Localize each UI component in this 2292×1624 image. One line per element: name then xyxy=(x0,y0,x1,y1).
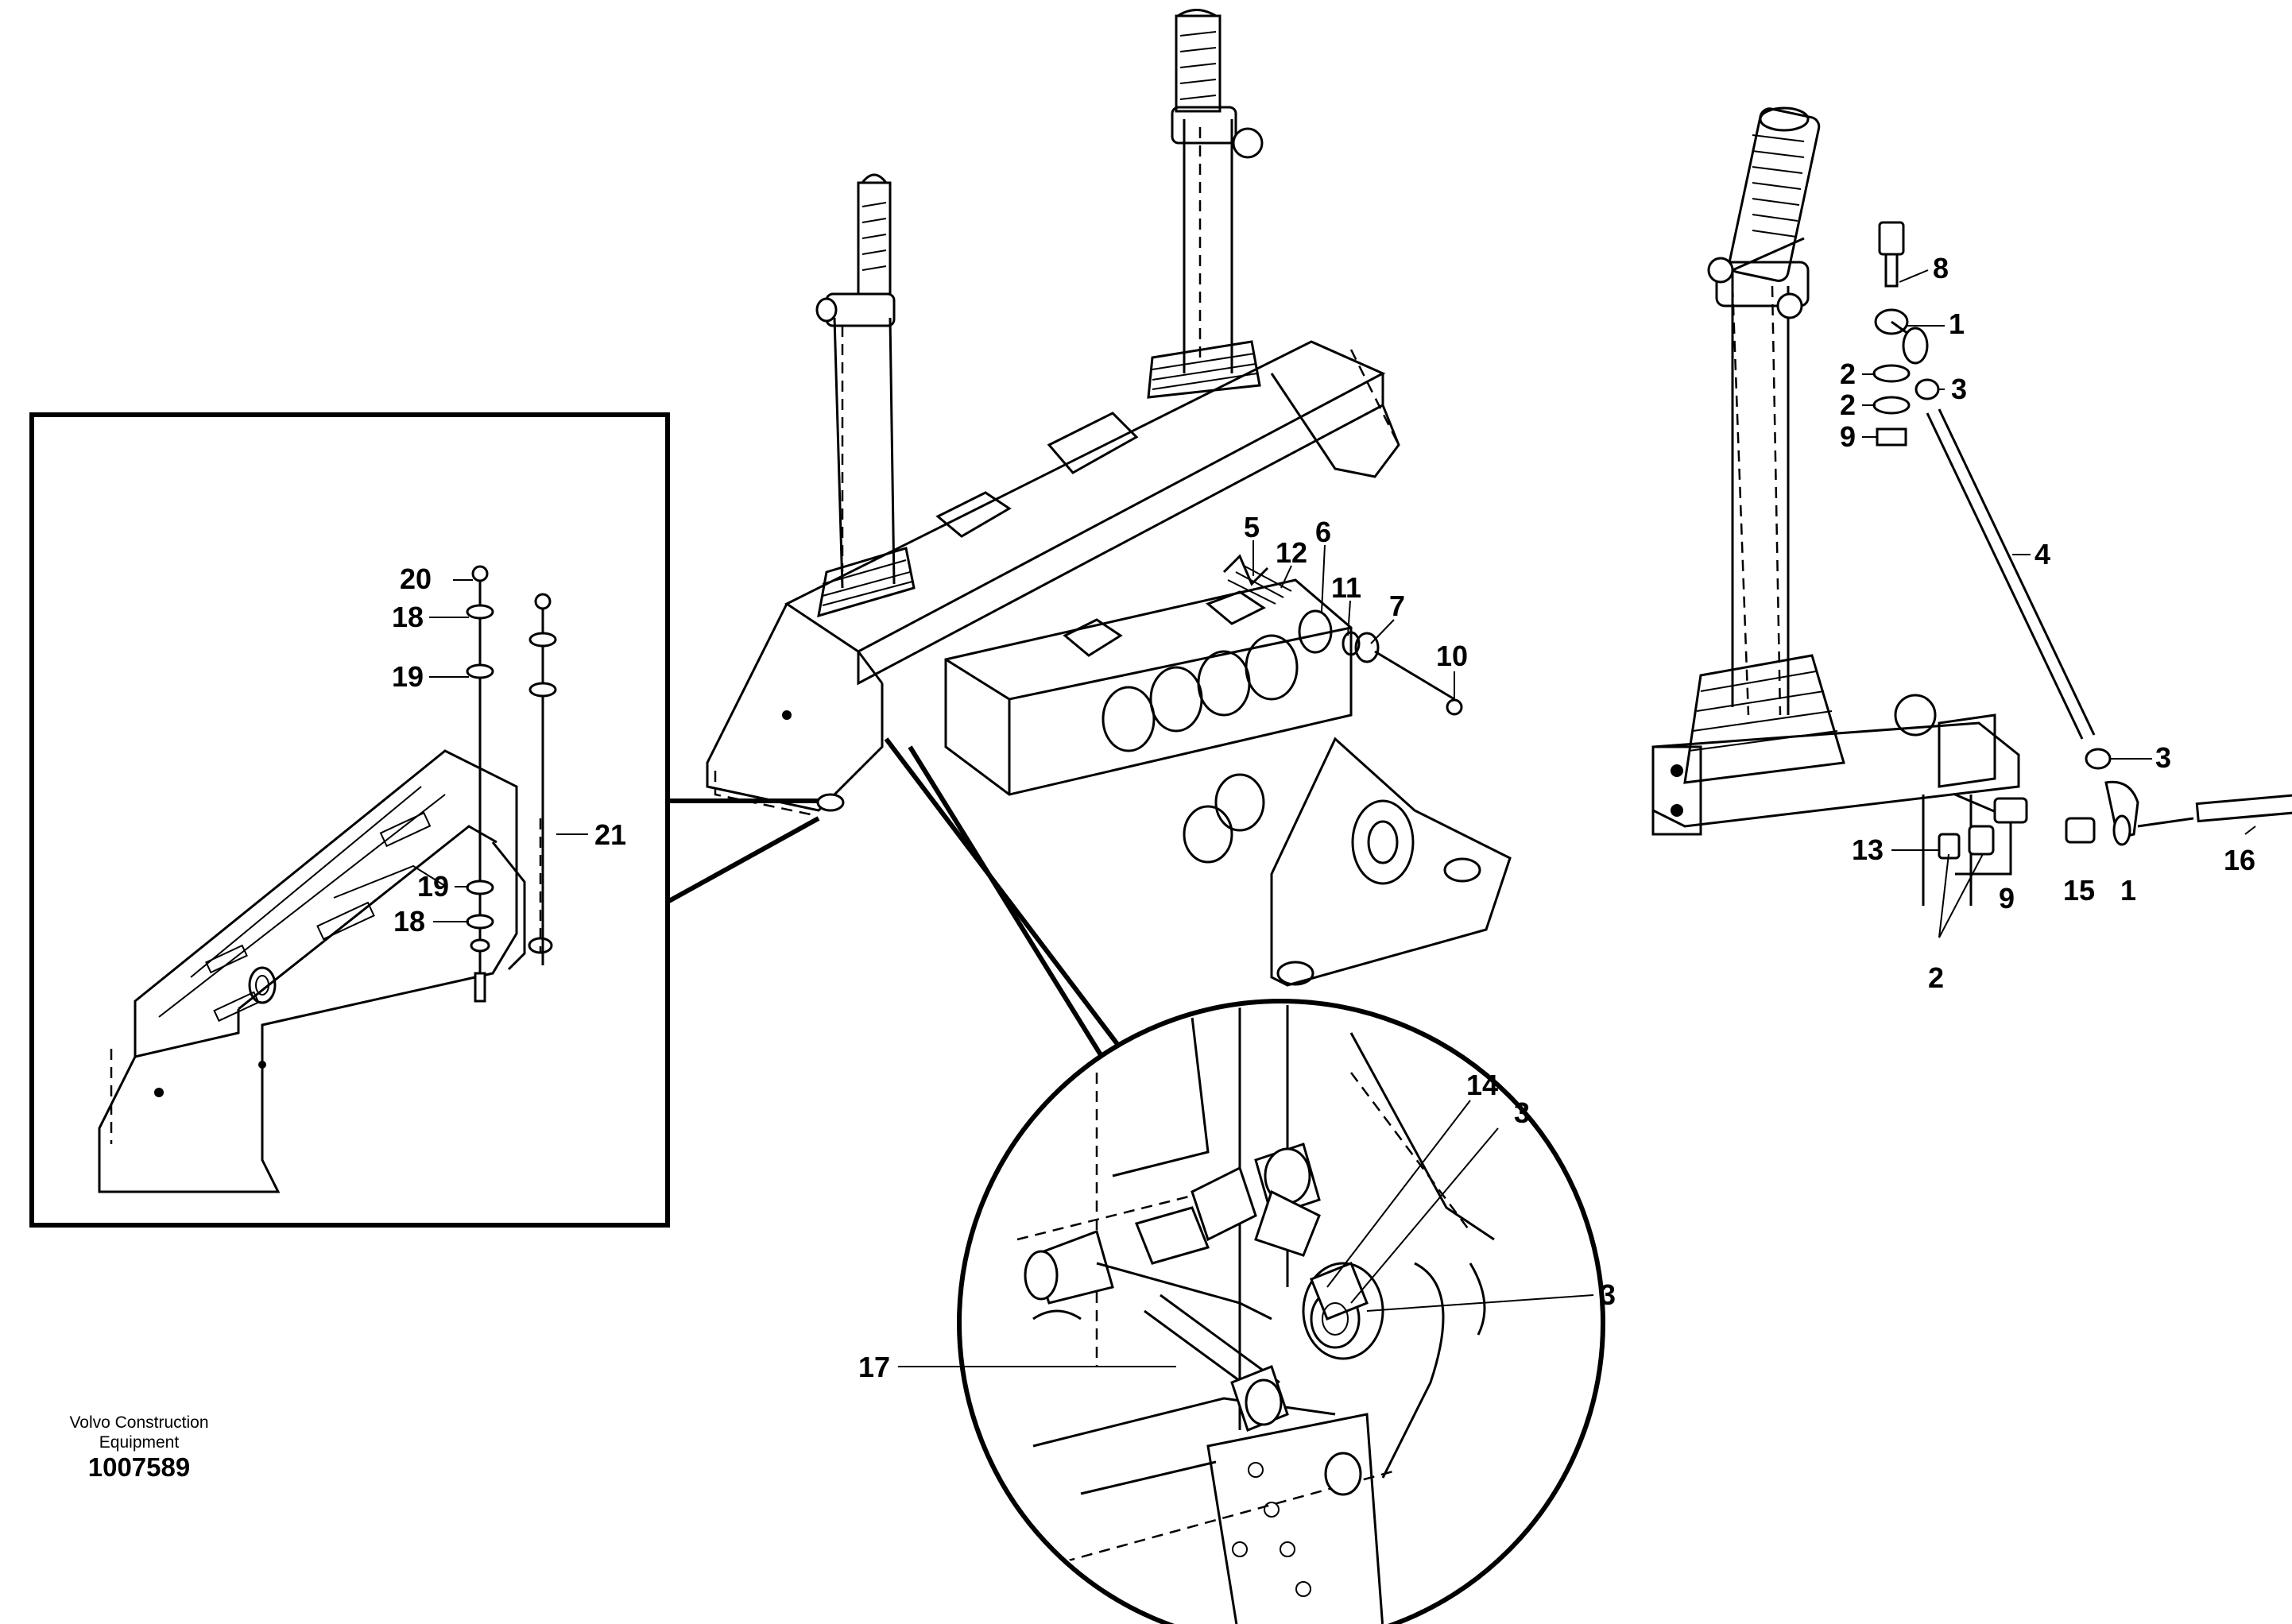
callout-labels: 20 18 19 21 19 18 5 12 6 11 7 10 8 1 2 3… xyxy=(392,252,2255,1383)
callout-10: 10 xyxy=(1436,640,1468,672)
callout-6: 6 xyxy=(1315,516,1331,548)
callout-3-circle-top: 3 xyxy=(1514,1096,1530,1129)
callout-8: 8 xyxy=(1933,252,1949,284)
callout-20: 20 xyxy=(400,563,432,595)
callout-21: 21 xyxy=(594,818,626,851)
main-control-assembly xyxy=(706,9,1512,987)
callout-3-upper: 3 xyxy=(1951,373,1967,405)
callout-16: 16 xyxy=(2224,844,2255,876)
zoom-detail-circle xyxy=(884,737,1605,1624)
callout-3-circle-right: 3 xyxy=(1600,1278,1616,1311)
callout-2-bottom: 2 xyxy=(1928,961,1944,994)
callout-19-bottom: 19 xyxy=(417,870,449,903)
right-lever-linkage xyxy=(1651,106,2292,906)
callout-13: 13 xyxy=(1852,833,1884,866)
callout-4: 4 xyxy=(2035,538,2050,570)
inset-detail-box xyxy=(29,412,820,1228)
callout-9-lower: 9 xyxy=(1999,882,2015,914)
document-number: 1007589 xyxy=(87,1452,191,1482)
callout-15: 15 xyxy=(2063,874,2095,907)
callout-14: 14 xyxy=(1466,1069,1498,1101)
callout-9-upper: 9 xyxy=(1840,420,1856,453)
callout-5: 5 xyxy=(1244,511,1260,543)
callout-7: 7 xyxy=(1389,590,1405,622)
inset-bracket-drawing xyxy=(98,565,557,1193)
callout-2-upper: 2 xyxy=(1840,358,1856,390)
company-name: Volvo Construction Equipment xyxy=(69,1413,209,1452)
callout-18-bottom: 18 xyxy=(393,905,425,938)
callout-2-middle: 2 xyxy=(1840,389,1856,421)
callout-18-top: 18 xyxy=(392,601,424,633)
leader-lines xyxy=(429,269,2256,1367)
callout-17: 17 xyxy=(858,1351,890,1383)
callout-1-lower: 1 xyxy=(2120,874,2136,907)
callout-12: 12 xyxy=(1276,536,1307,569)
callout-19-top: 19 xyxy=(392,660,424,693)
callout-3-rod-end: 3 xyxy=(2155,741,2171,774)
callout-1-top: 1 xyxy=(1949,307,1965,340)
callout-11: 11 xyxy=(1331,571,1361,604)
